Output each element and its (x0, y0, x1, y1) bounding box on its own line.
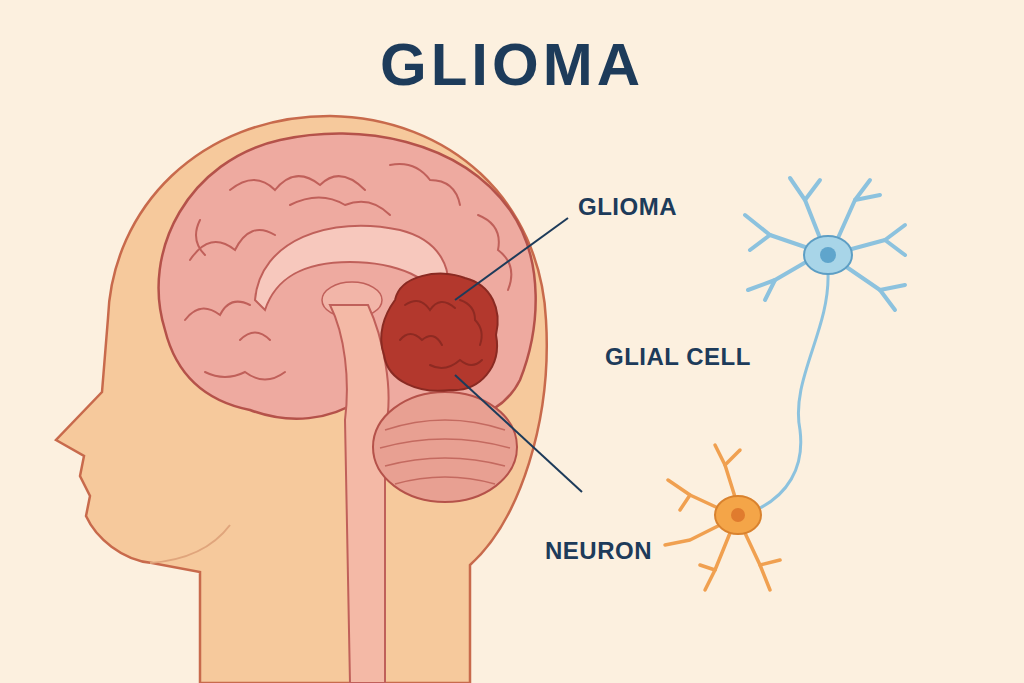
glioma-tumor (381, 274, 497, 391)
fold (395, 477, 495, 484)
gyrus (230, 176, 365, 190)
part-label: GLIOMA (578, 193, 677, 221)
dendrite (745, 533, 770, 590)
cerebellum (373, 392, 517, 502)
texture (405, 301, 455, 310)
part-label: NEURON (545, 537, 652, 565)
tumor-texture (400, 300, 482, 368)
texture (460, 300, 482, 345)
glial-nucleus (820, 247, 836, 263)
dendrite (680, 495, 690, 510)
gyrus (190, 230, 275, 260)
gyrus (240, 333, 270, 341)
cell-branch (805, 180, 820, 200)
cell-branch (855, 195, 880, 200)
cell-branch (838, 180, 870, 238)
gyrus (205, 372, 285, 380)
cell-branch (750, 235, 770, 250)
brainstem (330, 305, 389, 683)
dendrite (725, 450, 740, 465)
fold (380, 439, 510, 448)
dendrite (668, 480, 718, 508)
cell-branch (790, 178, 820, 238)
cell-branch (885, 240, 905, 255)
cell-branch (745, 215, 808, 248)
dendrite (715, 445, 735, 497)
gyrus (185, 302, 250, 320)
dendrite (700, 565, 715, 570)
cerebellum-folds (380, 420, 510, 484)
glial-soma (804, 236, 852, 274)
gyrus (290, 198, 390, 216)
neuron-soma (715, 496, 761, 534)
dendrite (760, 560, 780, 565)
texture (430, 360, 482, 368)
title: GLIOMA (0, 30, 1024, 99)
texture (400, 334, 442, 345)
axon (760, 273, 828, 508)
glial-cell (745, 178, 905, 508)
fold (385, 458, 505, 466)
neuron-cell (665, 445, 780, 590)
dendrite (665, 525, 720, 545)
gyrus (196, 220, 205, 255)
cell-branch (748, 262, 806, 290)
leader-line (455, 218, 568, 300)
cell-branch (765, 280, 775, 300)
neuron-nucleus (731, 508, 745, 522)
part-label: GLIAL CELL (605, 343, 751, 371)
cell-branch (880, 285, 905, 290)
gyrus (390, 164, 460, 205)
head-silhouette (56, 116, 547, 683)
dendrite (705, 533, 730, 590)
leader-line (455, 375, 582, 492)
fold (385, 420, 505, 430)
chin-line (150, 525, 230, 563)
